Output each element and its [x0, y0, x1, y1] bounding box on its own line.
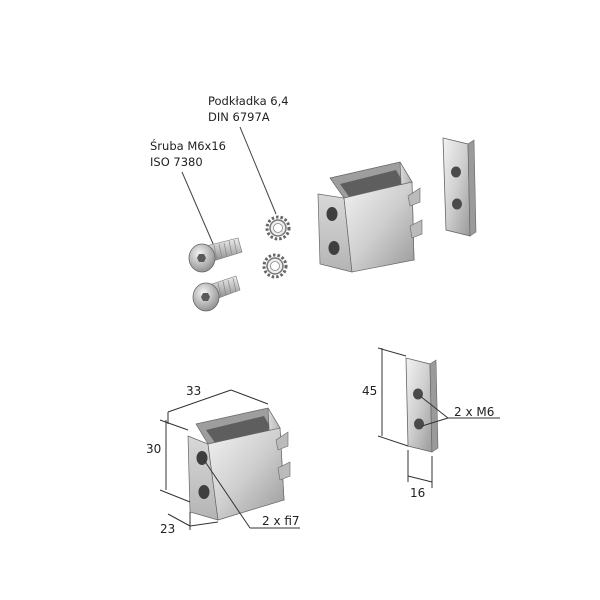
washer-label-line1: Podkładka 6,4 [208, 94, 289, 108]
dim-23-line [167, 512, 219, 530]
dim-45-line [377, 347, 409, 447]
holes-leader-line [203, 459, 300, 529]
screw-leader-line [181, 171, 215, 247]
plate-top [442, 137, 477, 237]
washer-leader-line [239, 126, 277, 215]
threads-leader-line [419, 395, 500, 427]
bracket-top [317, 161, 423, 273]
screw-upper [188, 237, 243, 273]
washer-upper [265, 215, 291, 241]
screw-lower [192, 275, 241, 312]
dim-bracket-holes: 2 x fi7 [262, 514, 300, 528]
plate-dimensioned [405, 357, 439, 453]
dim-bracket-width: 33 [186, 384, 202, 398]
dim-33-line [167, 389, 269, 424]
dim-plate-width: 16 [410, 486, 426, 500]
washer-lower [262, 253, 288, 279]
dim-bracket-depth: 23 [160, 522, 176, 536]
washer-label-line2: DIN 6797A [208, 110, 270, 124]
bracket-dimensioned [187, 407, 291, 521]
dim-30-line [159, 419, 191, 503]
dim-bracket-height: 30 [146, 442, 162, 456]
screw-label-line1: Śruba M6x16 [150, 139, 226, 153]
dim-16-line [407, 450, 433, 488]
screw-label-line2: ISO 7380 [150, 155, 203, 169]
dim-plate-height: 45 [362, 384, 378, 398]
dim-plate-threads: 2 x M6 [454, 405, 495, 419]
